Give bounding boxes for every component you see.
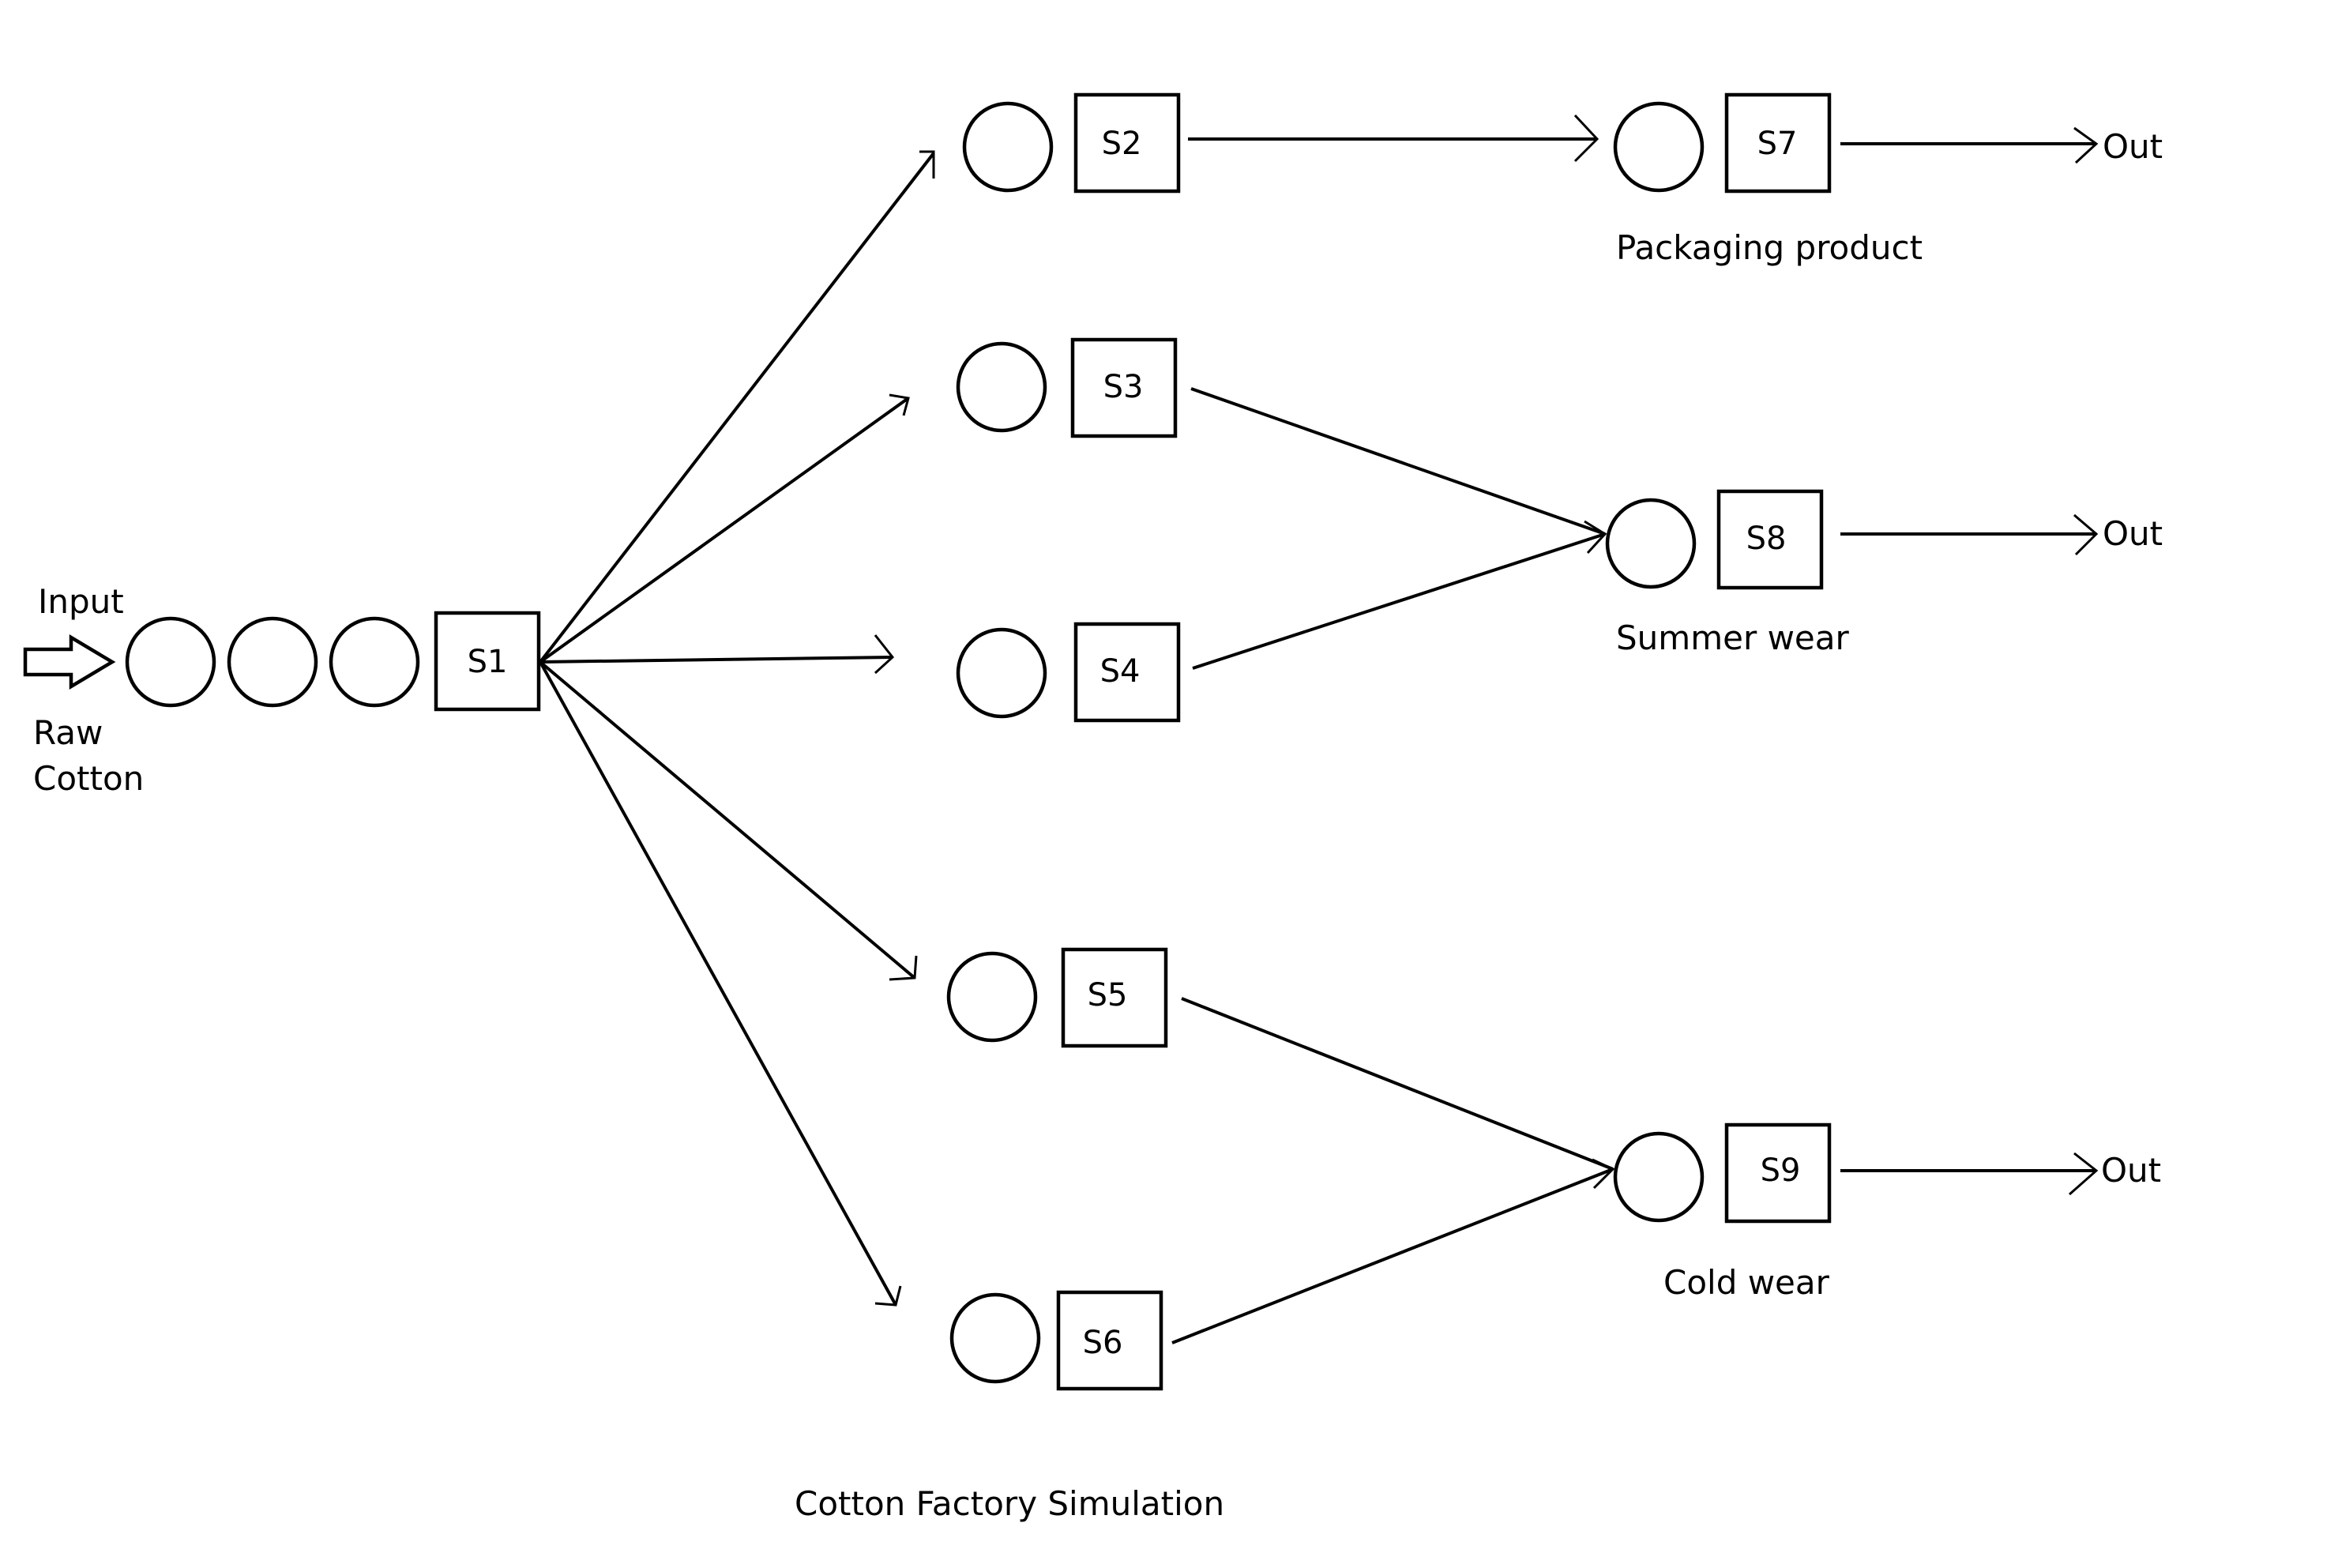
station-s1-label: S1: [468, 644, 508, 680]
arrowhead-s3: [889, 393, 910, 416]
queue-circle-s3: [956, 341, 1047, 433]
queue-circle-s1-3: [329, 616, 420, 708]
queue-circle-s4: [956, 627, 1047, 719]
station-s2: [1073, 92, 1181, 194]
station-s1: [434, 611, 541, 712]
arrowhead-s5: [889, 955, 918, 981]
arrowhead-out8: [2073, 513, 2099, 556]
queue-circle-s8: [1605, 498, 1697, 589]
cotton-label: Cotton: [33, 759, 144, 798]
station-s7-label: S7: [1757, 126, 1798, 162]
arrowhead-out7: [2073, 126, 2099, 164]
edge-s1-s4: [539, 656, 893, 664]
arrowhead-s6: [874, 1285, 902, 1307]
packaging-label: Packaging product: [1616, 228, 1923, 267]
station-s8: [1716, 489, 1824, 590]
diagram-caption: Cotton Factory Simulation: [795, 1484, 1224, 1523]
raw-label: Raw: [33, 713, 103, 752]
station-s4-label: S4: [1100, 653, 1141, 690]
arrowhead-s9: [1592, 1158, 1615, 1190]
edge-s3-s8: [1190, 387, 1606, 536]
out-label-s9: Out: [2101, 1151, 2161, 1190]
input-label: Input: [38, 582, 124, 621]
summer-label: Summer wear: [1616, 619, 1849, 657]
station-s3: [1070, 337, 1178, 438]
station-s3-label: S3: [1103, 369, 1144, 405]
queue-circle-s2: [962, 101, 1054, 193]
station-s4: [1073, 622, 1181, 723]
edge-s5-s9: [1181, 997, 1614, 1171]
edge-s1-s5: [539, 660, 916, 980]
station-s5-label: S5: [1088, 977, 1128, 1013]
out-label-s8: Out: [2103, 514, 2163, 553]
queue-circle-s9: [1613, 1131, 1705, 1223]
edge-s1-s6: [539, 661, 897, 1306]
edge-s4-s8: [1192, 532, 1606, 670]
station-s6-label: S6: [1083, 1325, 1123, 1361]
arrowhead-out9: [2069, 1152, 2099, 1196]
station-s9: [1724, 1122, 1832, 1224]
edge-s6-s9: [1171, 1168, 1614, 1344]
queue-circle-s5: [946, 951, 1038, 1043]
queue-circle-s1-2: [227, 616, 318, 708]
station-s5: [1061, 947, 1168, 1048]
queue-circle-s6: [949, 1292, 1041, 1384]
edge-s1-s3: [539, 397, 910, 664]
arrowhead-s2: [919, 150, 935, 179]
queue-circle-s7: [1613, 101, 1705, 193]
cold-label: Cold wear: [1663, 1263, 1830, 1302]
station-s2-label: S2: [1102, 126, 1142, 162]
input-arrow: [23, 634, 116, 690]
queue-circle-s1-1: [125, 616, 216, 708]
arrowhead-s8: [1584, 520, 1607, 555]
arrowhead-s7: [1573, 114, 1599, 163]
station-s8-label: S8: [1746, 521, 1787, 557]
station-s7: [1724, 92, 1832, 194]
station-s9-label: S9: [1761, 1152, 1801, 1189]
out-label-s7: Out: [2103, 127, 2163, 166]
arrowhead-s4: [874, 634, 895, 675]
edge-s1-s2: [539, 152, 935, 664]
station-s6: [1056, 1290, 1163, 1391]
